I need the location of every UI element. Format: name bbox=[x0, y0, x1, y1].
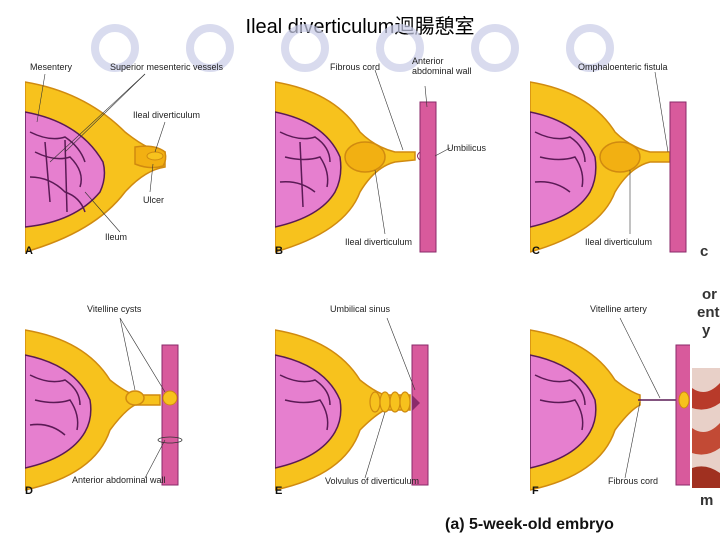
panel-letter-d: D bbox=[25, 485, 33, 497]
panel-a: Mesentery Superior mesenteric vessels Il… bbox=[25, 52, 275, 292]
panel-e-illustration bbox=[275, 317, 429, 491]
cutoff-text-2: or bbox=[702, 286, 717, 303]
panel-d: Vitelline cysts Anterior abdominal wall … bbox=[25, 300, 275, 540]
label-mesentery: Mesentery bbox=[30, 62, 73, 72]
label-ileal-diverticulum: Ileal diverticulum bbox=[133, 110, 201, 120]
label-volvulus-of-diverticulum: Volvulus of diverticulum bbox=[325, 476, 420, 486]
cutoff-text-4: y bbox=[702, 322, 711, 339]
label-fibrous-cord-f: Fibrous cord bbox=[608, 476, 659, 486]
figure-caption: (a) 5-week-old embryo bbox=[445, 516, 614, 533]
label-anterior-abdominal-wall: Anterior abdominal wall bbox=[412, 56, 472, 76]
panel-letter-e: E bbox=[275, 485, 283, 497]
label-umbilical-sinus: Umbilical sinus bbox=[330, 304, 391, 314]
panel-e: Umbilical sinus Volvulus of diverticulum… bbox=[275, 300, 525, 540]
label-fibrous-cord: Fibrous cord bbox=[330, 62, 381, 72]
label-anterior-abdominal-wall-d: Anterior abdominal wall bbox=[72, 475, 166, 485]
label-ulcer: Ulcer bbox=[143, 195, 165, 205]
panel-f: Vitelline artery Fibrous cord F bbox=[530, 300, 720, 540]
panel-letter-f: F bbox=[532, 485, 539, 497]
panel-b: Fibrous cord Anterior abdominal wall Umb… bbox=[275, 52, 525, 292]
panel-a-illustration bbox=[25, 73, 167, 253]
cutoff-text-1: c bbox=[700, 243, 709, 260]
panel-c-illustration bbox=[530, 71, 687, 253]
panel-letter-a: A bbox=[25, 245, 33, 257]
panel-letter-b: B bbox=[275, 245, 283, 257]
cutoff-text-3: ent bbox=[697, 304, 720, 321]
label-ileal-diverticulum-b: Ileal diverticulum bbox=[345, 237, 413, 247]
label-omphaloenteric-fistula: Omphaloenteric fistula bbox=[578, 62, 668, 72]
label-vitelline-artery: Vitelline artery bbox=[590, 304, 647, 314]
cutoff-text-5: m bbox=[700, 492, 714, 509]
decorative-rings bbox=[91, 24, 614, 72]
panel-b-illustration bbox=[275, 69, 451, 253]
label-ileal-diverticulum-c: Ileal diverticulum bbox=[585, 237, 653, 247]
panel-f-illustration bbox=[530, 317, 690, 491]
panel-letter-c: C bbox=[532, 245, 540, 257]
panel-c: Omphaloenteric fistula Ileal diverticulu… bbox=[530, 52, 720, 292]
label-umbilicus: Umbilicus bbox=[447, 143, 487, 153]
label-ileum: Ileum bbox=[105, 232, 128, 242]
label-superior-mesenteric-vessels: Superior mesenteric vessels bbox=[110, 62, 224, 72]
cutoff-photo bbox=[692, 368, 720, 488]
panel-d-illustration bbox=[25, 317, 183, 491]
label-vitelline-cysts: Vitelline cysts bbox=[87, 304, 142, 314]
